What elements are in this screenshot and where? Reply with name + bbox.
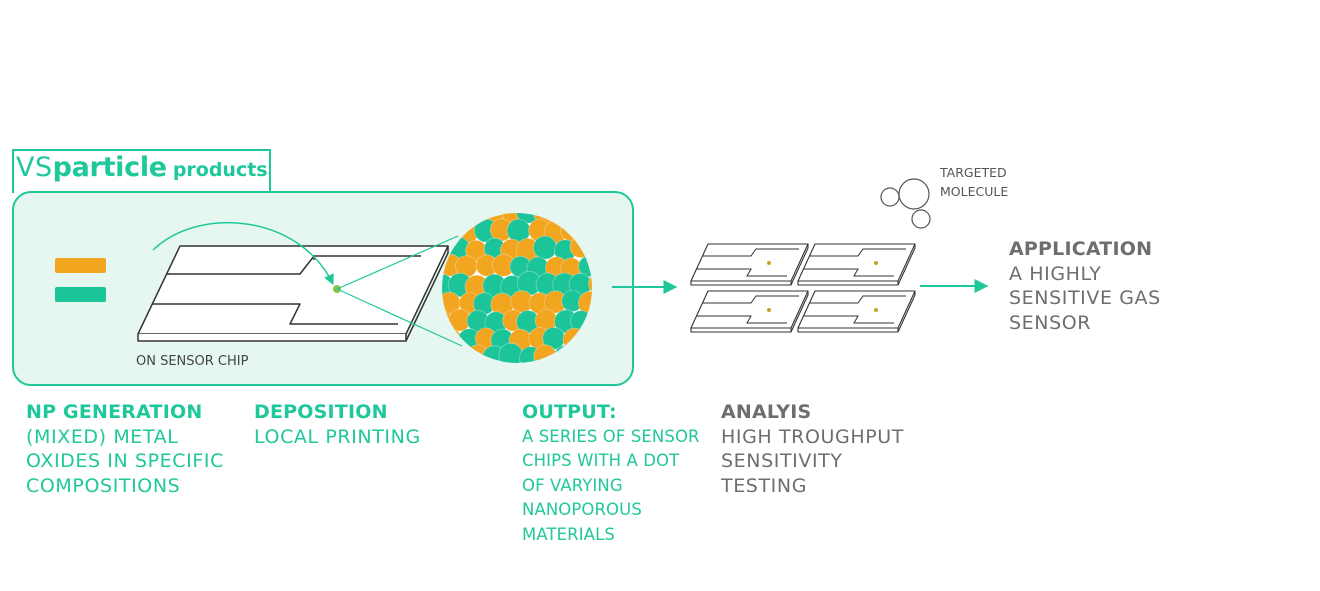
step-line: COMPOSITIONS (26, 474, 181, 497)
step-line: LOCAL PRINTING (254, 425, 421, 448)
molecule-label-line: MOLECULE (940, 184, 1009, 199)
small-sensor-chip (690, 243, 809, 286)
brand-particle: particle (52, 152, 168, 183)
application-title: APPLICATION (1009, 238, 1153, 260)
nanoparticle-zoom (442, 213, 592, 363)
step-line: OF VARYING (522, 475, 623, 495)
small-sensor-chip (797, 290, 916, 333)
small-sensor-chip (690, 290, 809, 333)
sensor-chip (137, 245, 449, 342)
step-title: DEPOSITION (254, 401, 388, 423)
step-line: MATERIALS (522, 524, 615, 544)
brand-vs: VS (16, 152, 53, 183)
step-line: A SERIES OF SENSOR (522, 426, 700, 446)
step-line: HIGH TROUGHPUT (721, 425, 904, 448)
teal-material-bar (55, 287, 106, 302)
step-title: ANALYIS (721, 401, 812, 423)
application-block: APPLICATION A HIGHLY SENSITIVE GAS SENSO… (1009, 237, 1161, 335)
application-line: SENSITIVE GAS (1009, 287, 1161, 309)
step-line: NANOPOROUS (522, 500, 642, 519)
step-output: OUTPUT: A SERIES OF SENSOR CHIPS WITH A … (522, 400, 700, 547)
brand-tab-outline (12, 149, 271, 193)
application-line: A HIGHLY (1009, 262, 1102, 285)
zoom-line (336, 288, 463, 347)
zoom-line (336, 235, 459, 290)
step-line: (MIXED) METAL (26, 425, 179, 448)
step-analysis: ANALYIS HIGH TROUGHPUT SENSITIVITY TESTI… (721, 400, 904, 498)
step-line: SENSITIVITY (721, 450, 843, 472)
step-line: CHIPS WITH A DOT (522, 451, 680, 470)
step-title: NP GENERATION (26, 401, 203, 423)
step-line: TESTING (721, 474, 808, 497)
step-np-generation: NP GENERATION (MIXED) METAL OXIDES IN SP… (26, 400, 224, 498)
step-line: OXIDES IN SPECIFIC (26, 450, 224, 472)
step-title: OUTPUT: (522, 401, 617, 423)
nanoparticle (588, 271, 592, 296)
small-sensor-chip (797, 243, 916, 286)
application-line: SENSOR (1009, 311, 1092, 334)
molecule-label: TARGETED MOLECULE (940, 163, 1008, 201)
orange-material-bar (55, 258, 106, 273)
molecule-label-line: TARGETED (940, 165, 1007, 180)
printing-arc-arrow (152, 222, 334, 285)
nanoparticle (533, 235, 558, 260)
nanoparticle (515, 213, 541, 224)
chip-label: ON SENSOR CHIP (136, 354, 249, 369)
step-deposition: DEPOSITION LOCAL PRINTING (254, 400, 421, 449)
sensor-chip-array (690, 243, 916, 333)
brand-products: products (172, 159, 268, 181)
molecule-icon (880, 178, 931, 229)
